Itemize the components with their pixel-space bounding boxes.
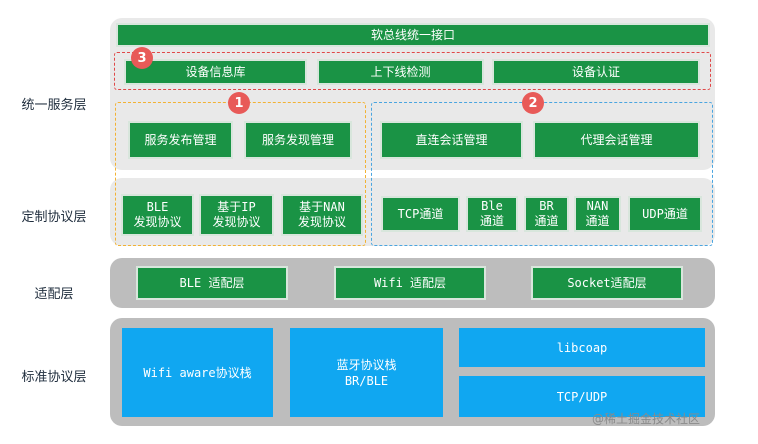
- layer-label-adaptation: 适配层: [34, 287, 74, 302]
- tcp-channel: TCP通道: [381, 196, 460, 232]
- wifi-adapter-layer: Wifi 适配层: [334, 266, 486, 300]
- socket-adapter-layer: Socket适配层: [531, 266, 683, 300]
- nan-discovery-protocol: 基于NAN 发现协议: [281, 194, 363, 236]
- nan-channel: NAN 通道: [574, 196, 621, 232]
- layer-label-custom-protocol: 定制协议层: [21, 210, 87, 225]
- service-discovery-management: 服务发现管理: [244, 121, 352, 159]
- ble-adapter-layer: BLE 适配层: [136, 266, 288, 300]
- tcp-udp-stack: TCP/UDP: [459, 376, 705, 417]
- wifi-aware-protocol-stack: Wifi aware协议栈: [122, 328, 273, 417]
- ble-channel: Ble 通道: [466, 196, 518, 232]
- soft-bus-unified-interface: 软总线统一接口: [116, 23, 710, 47]
- service-publish-management: 服务发布管理: [128, 121, 233, 159]
- online-offline-detection: 上下线检测: [317, 59, 484, 85]
- badge-1: 1: [228, 92, 250, 114]
- libcoap-stack: libcoap: [459, 328, 705, 367]
- device-info-db: 设备信息库: [124, 59, 307, 85]
- layer-label-standard-protocol: 标准协议层: [21, 370, 87, 385]
- layer-label-unified-service: 统一服务层: [21, 98, 87, 113]
- bluetooth-protocol-stack: 蓝牙协议栈 BR/BLE: [290, 328, 443, 417]
- udp-channel: UDP通道: [628, 196, 702, 232]
- watermark: @稀土掘金技术社区: [592, 412, 701, 426]
- badge-3: 3: [131, 47, 153, 69]
- ble-discovery-protocol: BLE 发现协议: [121, 194, 194, 236]
- br-channel: BR 通道: [524, 196, 569, 232]
- direct-session-management: 直连会话管理: [380, 121, 523, 159]
- group-3-outline: [114, 52, 711, 90]
- badge-2: 2: [522, 92, 544, 114]
- device-authentication: 设备认证: [492, 59, 700, 85]
- proxy-session-management: 代理会话管理: [533, 121, 700, 159]
- ip-discovery-protocol: 基于IP 发现协议: [199, 194, 274, 236]
